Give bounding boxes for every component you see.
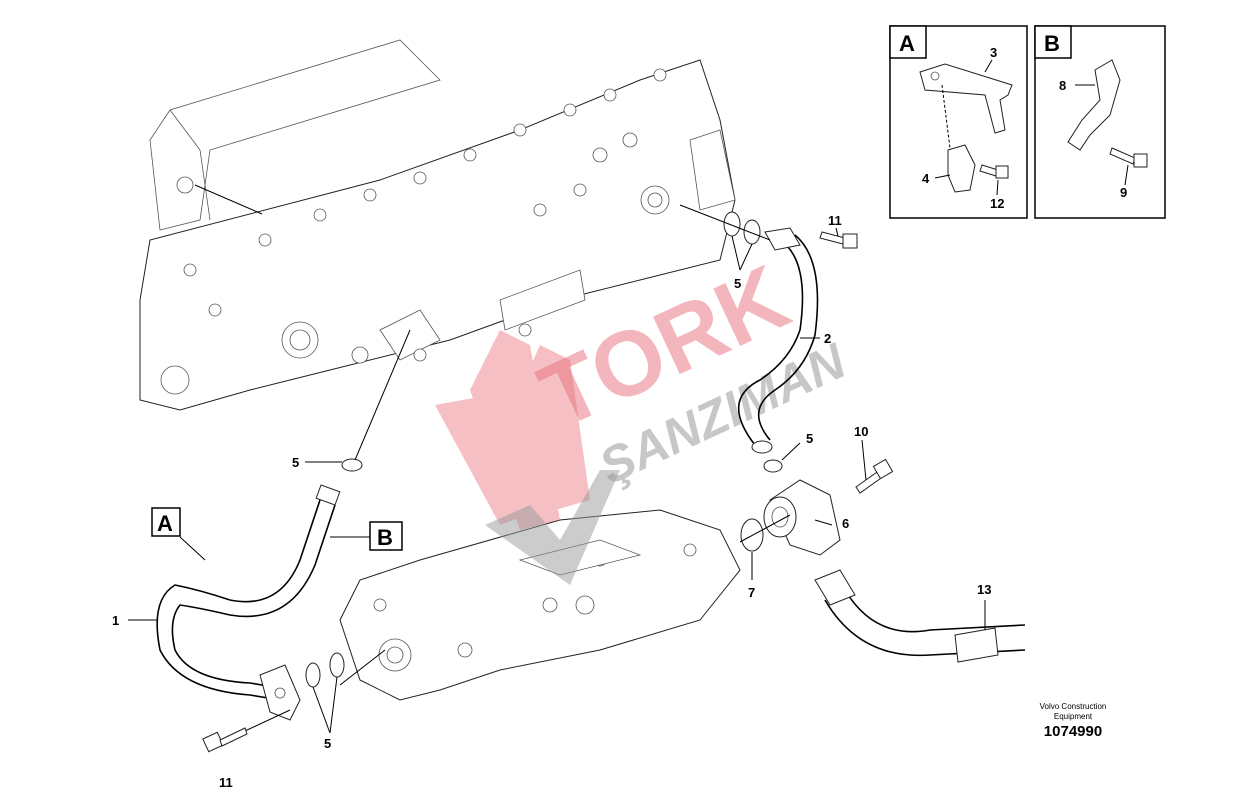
callout-11-upper: 11 <box>828 213 842 228</box>
callout-13: 13 <box>977 582 991 597</box>
view-flag-a[interactable]: A <box>151 507 181 537</box>
company-line-1: Volvo Construction <box>1039 702 1107 711</box>
detail-box-b: B 8 9 <box>1034 25 1166 219</box>
callout-2: 2 <box>824 331 831 346</box>
o-rings-top <box>679 204 771 245</box>
callout-6: 6 <box>842 516 849 531</box>
callout-12: 12 <box>990 196 1004 211</box>
callout-1: 1 <box>112 613 119 628</box>
callout-3: 3 <box>990 45 997 60</box>
callout-9: 9 <box>1120 185 1127 200</box>
callout-5-left: 5 <box>292 455 299 470</box>
svg-text:A: A <box>899 31 915 56</box>
detail-box-a: A 3 4 12 <box>889 25 1028 219</box>
view-flag-b[interactable]: B <box>369 521 403 551</box>
callout-11-lower: 11 <box>219 775 233 790</box>
callout-5-top: 5 <box>734 276 741 291</box>
drawing-footer: Volvo Construction Equipment 1074990 <box>1030 702 1116 740</box>
drawing-number: 1074990 <box>1043 723 1103 740</box>
fitting-6 <box>739 458 894 556</box>
bolt-11-lower <box>202 709 291 753</box>
svg-text:A: A <box>157 511 173 536</box>
callout-7: 7 <box>748 585 755 600</box>
callout-5-bottom: 5 <box>324 736 331 751</box>
bolt-11-upper <box>819 231 858 249</box>
pipe-1 <box>156 458 363 721</box>
engine-block-upper <box>139 39 736 411</box>
hose-13 <box>814 569 1026 663</box>
callout-4: 4 <box>922 171 930 186</box>
pipe-2 <box>737 227 819 473</box>
callout-8: 8 <box>1059 78 1066 93</box>
svg-text:B: B <box>377 525 393 550</box>
svg-text:B: B <box>1044 31 1060 56</box>
company-line-2: Equipment <box>1053 712 1093 721</box>
callout-5-mid: 5 <box>806 431 813 446</box>
callout-10: 10 <box>854 424 868 439</box>
callout-leaders <box>128 227 986 734</box>
